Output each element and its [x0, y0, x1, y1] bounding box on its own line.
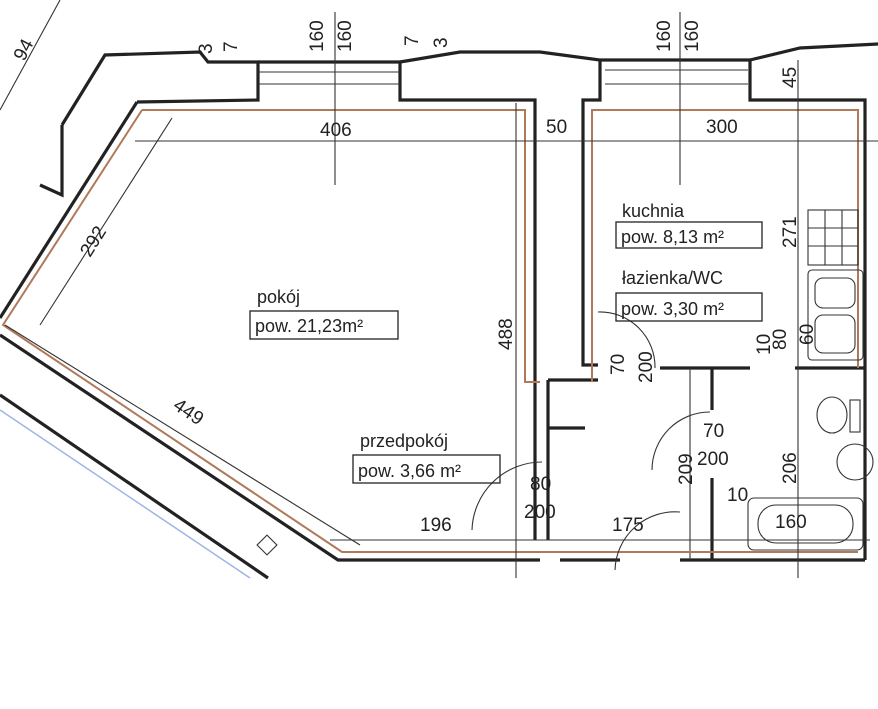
- stove-icon: [807, 209, 859, 266]
- room-area: pow. 3,66 m²: [358, 461, 461, 481]
- dim-10-sink: 10: [754, 334, 775, 355]
- dim-271: 271: [780, 216, 801, 248]
- toilet-icon: [816, 396, 861, 434]
- dim-488: 488: [496, 318, 517, 350]
- dim-80: 80: [770, 329, 791, 350]
- room-name: pokój: [257, 287, 300, 307]
- room-area: pow. 3,30 m²: [621, 299, 724, 319]
- dim-206: 206: [780, 452, 801, 484]
- dim-94: 94: [10, 35, 39, 64]
- room-area: pow. 8,13 m²: [621, 227, 724, 247]
- door-3-width: 80: [530, 474, 551, 495]
- dim-449: 449: [169, 395, 207, 430]
- window-1-height: 160: [335, 20, 356, 52]
- window-2-height: 160: [682, 20, 703, 52]
- room-label-kuchnia: kuchnia pow. 8,13 m²: [615, 201, 763, 249]
- room-label-przedpokoj: przedpokój pow. 3,66 m²: [352, 431, 501, 484]
- window-1-width: 160: [307, 20, 328, 52]
- dimension-lines: [0, 0, 878, 578]
- door-1-width: 70: [608, 354, 629, 375]
- outer-walls: [0, 42, 878, 580]
- window-2-width: 160: [654, 20, 675, 52]
- door-1-height: 200: [636, 351, 657, 383]
- dim-160-bath: 160: [775, 512, 807, 533]
- dim-196: 196: [420, 515, 452, 536]
- room-name: przedpokój: [360, 431, 448, 451]
- washbasin-icon: [836, 443, 874, 481]
- room-label-pokoj: pokój pow. 21,23m²: [249, 287, 399, 340]
- dim-3b: 3: [431, 37, 452, 48]
- room-name: kuchnia: [622, 201, 685, 221]
- door-2-height: 200: [697, 449, 729, 470]
- room-label-lazienka: łazienka/WC pow. 3,30 m²: [615, 268, 763, 322]
- dim-10-bath: 10: [727, 485, 748, 506]
- room-area: pow. 21,23m²: [255, 316, 363, 336]
- dim-7b: 7: [402, 35, 423, 46]
- door-2-width: 70: [703, 421, 724, 442]
- dim-3a: 3: [196, 43, 217, 54]
- bathtub-icon: [747, 497, 864, 551]
- dim-60: 60: [797, 324, 818, 345]
- chimney-icon: [256, 534, 278, 556]
- dim-175: 175: [612, 515, 644, 536]
- dim-7a: 7: [221, 41, 242, 52]
- sink-icon: [807, 269, 864, 361]
- door-3-height: 200: [524, 502, 556, 523]
- room-outline-diagonal: [1, 109, 858, 553]
- dim-50: 50: [546, 117, 567, 138]
- dim-406: 406: [320, 120, 352, 141]
- room-name: łazienka/WC: [622, 268, 723, 288]
- dim-292: 292: [76, 223, 111, 261]
- dim-209: 209: [676, 453, 697, 485]
- inner-walls: [546, 366, 865, 560]
- dim-300: 300: [706, 117, 738, 138]
- dim-45: 45: [780, 67, 801, 88]
- room-outline-pokoj: [142, 109, 540, 383]
